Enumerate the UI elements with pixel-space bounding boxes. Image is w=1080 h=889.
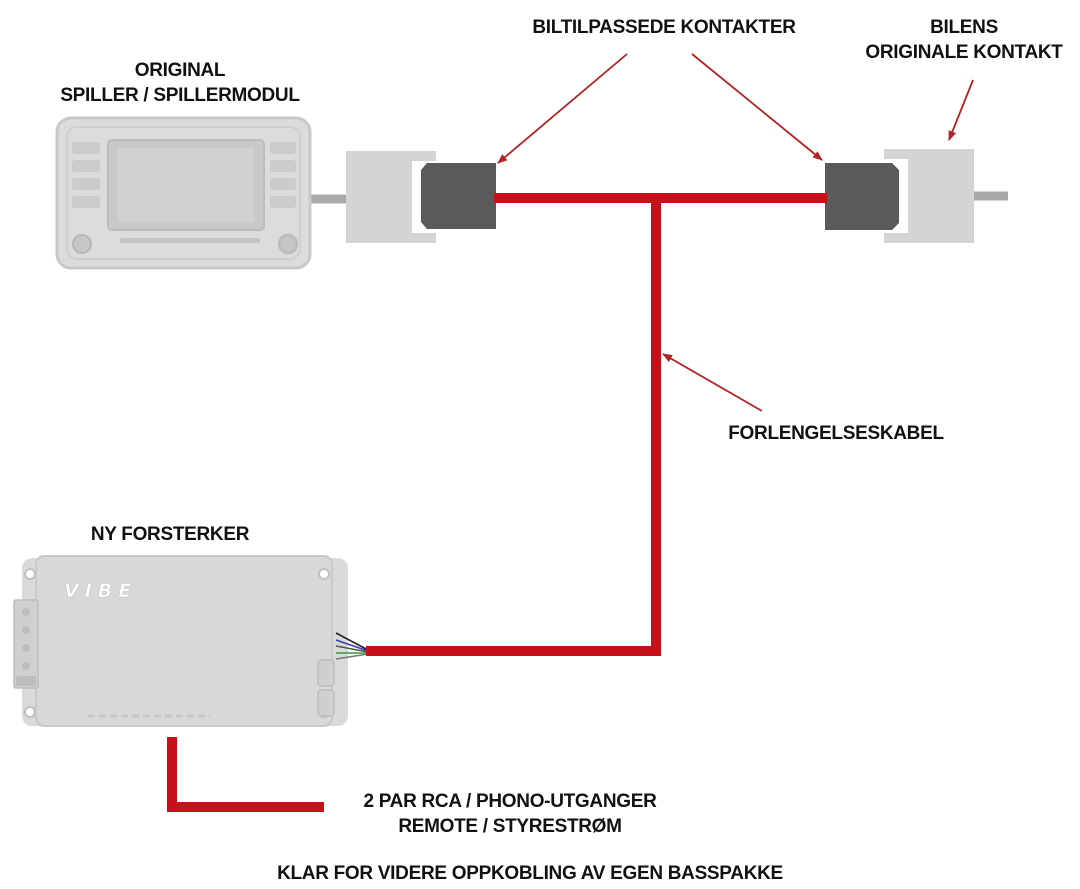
arrow-to-car-connector bbox=[948, 79, 974, 141]
label-extension-cable: FORLENGELSESKABEL bbox=[728, 423, 944, 444]
label-outputs: 2 PAR RCA / PHONO-UTGANGER REMOTE / STYR… bbox=[330, 789, 690, 839]
amplifier-wire-fan bbox=[335, 632, 369, 660]
head-unit-tune-knob bbox=[278, 234, 298, 254]
adapter-connector-left bbox=[421, 163, 496, 229]
label-car-connector-line2: ORIGINALE KONTAKT bbox=[865, 42, 1063, 63]
head-unit-cd-slot bbox=[120, 238, 260, 243]
output-cable bbox=[167, 737, 324, 812]
original-head-unit bbox=[55, 116, 348, 270]
left-connector-pair bbox=[346, 151, 496, 243]
label-original-line2: SPILLER / SPILLERMODUL bbox=[60, 85, 300, 106]
label-original-player: ORIGINAL SPILLER / SPILLERMODUL bbox=[20, 58, 340, 108]
arrow-to-left-adapter bbox=[497, 53, 628, 164]
annotation-arrows bbox=[497, 53, 974, 412]
label-footer: KLAR FOR VIDERE OPPKOBLING AV EGEN BASSP… bbox=[277, 863, 783, 884]
amplifier-rca-outputs bbox=[317, 659, 335, 717]
amplifier-mount-hole bbox=[318, 568, 330, 580]
extension-cable bbox=[366, 198, 661, 656]
right-connector-pair bbox=[825, 149, 1008, 243]
cables bbox=[167, 193, 827, 812]
amplifier-mount-hole bbox=[24, 568, 36, 580]
amplifier-mount-hole bbox=[24, 706, 36, 718]
head-unit-left-buttons bbox=[72, 142, 100, 208]
head-unit-right-buttons bbox=[270, 142, 296, 208]
arrow-to-right-adapter bbox=[691, 53, 823, 161]
label-outputs-line2: REMOTE / STYRESTRØM bbox=[398, 816, 622, 837]
amplifier-brand-logo: VIBE bbox=[64, 580, 137, 602]
car-original-connector bbox=[884, 149, 974, 243]
head-unit-bezel bbox=[66, 126, 301, 260]
amplifier: VIBE bbox=[13, 555, 369, 727]
label-original-line1: ORIGINAL bbox=[134, 60, 226, 81]
label-car-connector-line1: BILENS bbox=[930, 17, 998, 38]
head-unit-connector bbox=[346, 151, 436, 243]
label-car-original-connector: BILENS ORIGINALE KONTAKT bbox=[852, 15, 1076, 65]
adapter-connector-right bbox=[825, 163, 899, 230]
head-unit-volume-knob bbox=[72, 234, 92, 254]
label-adapter-connectors: BILTILPASSEDE KONTAKTER bbox=[532, 17, 796, 38]
head-unit-screen-inner bbox=[118, 148, 254, 222]
label-new-amplifier: NY FORSTERKER bbox=[90, 524, 250, 545]
arrow-to-extension-cable bbox=[662, 353, 763, 412]
amplifier-terminal-block bbox=[13, 599, 39, 689]
label-outputs-line1: 2 PAR RCA / PHONO-UTGANGER bbox=[363, 791, 657, 812]
